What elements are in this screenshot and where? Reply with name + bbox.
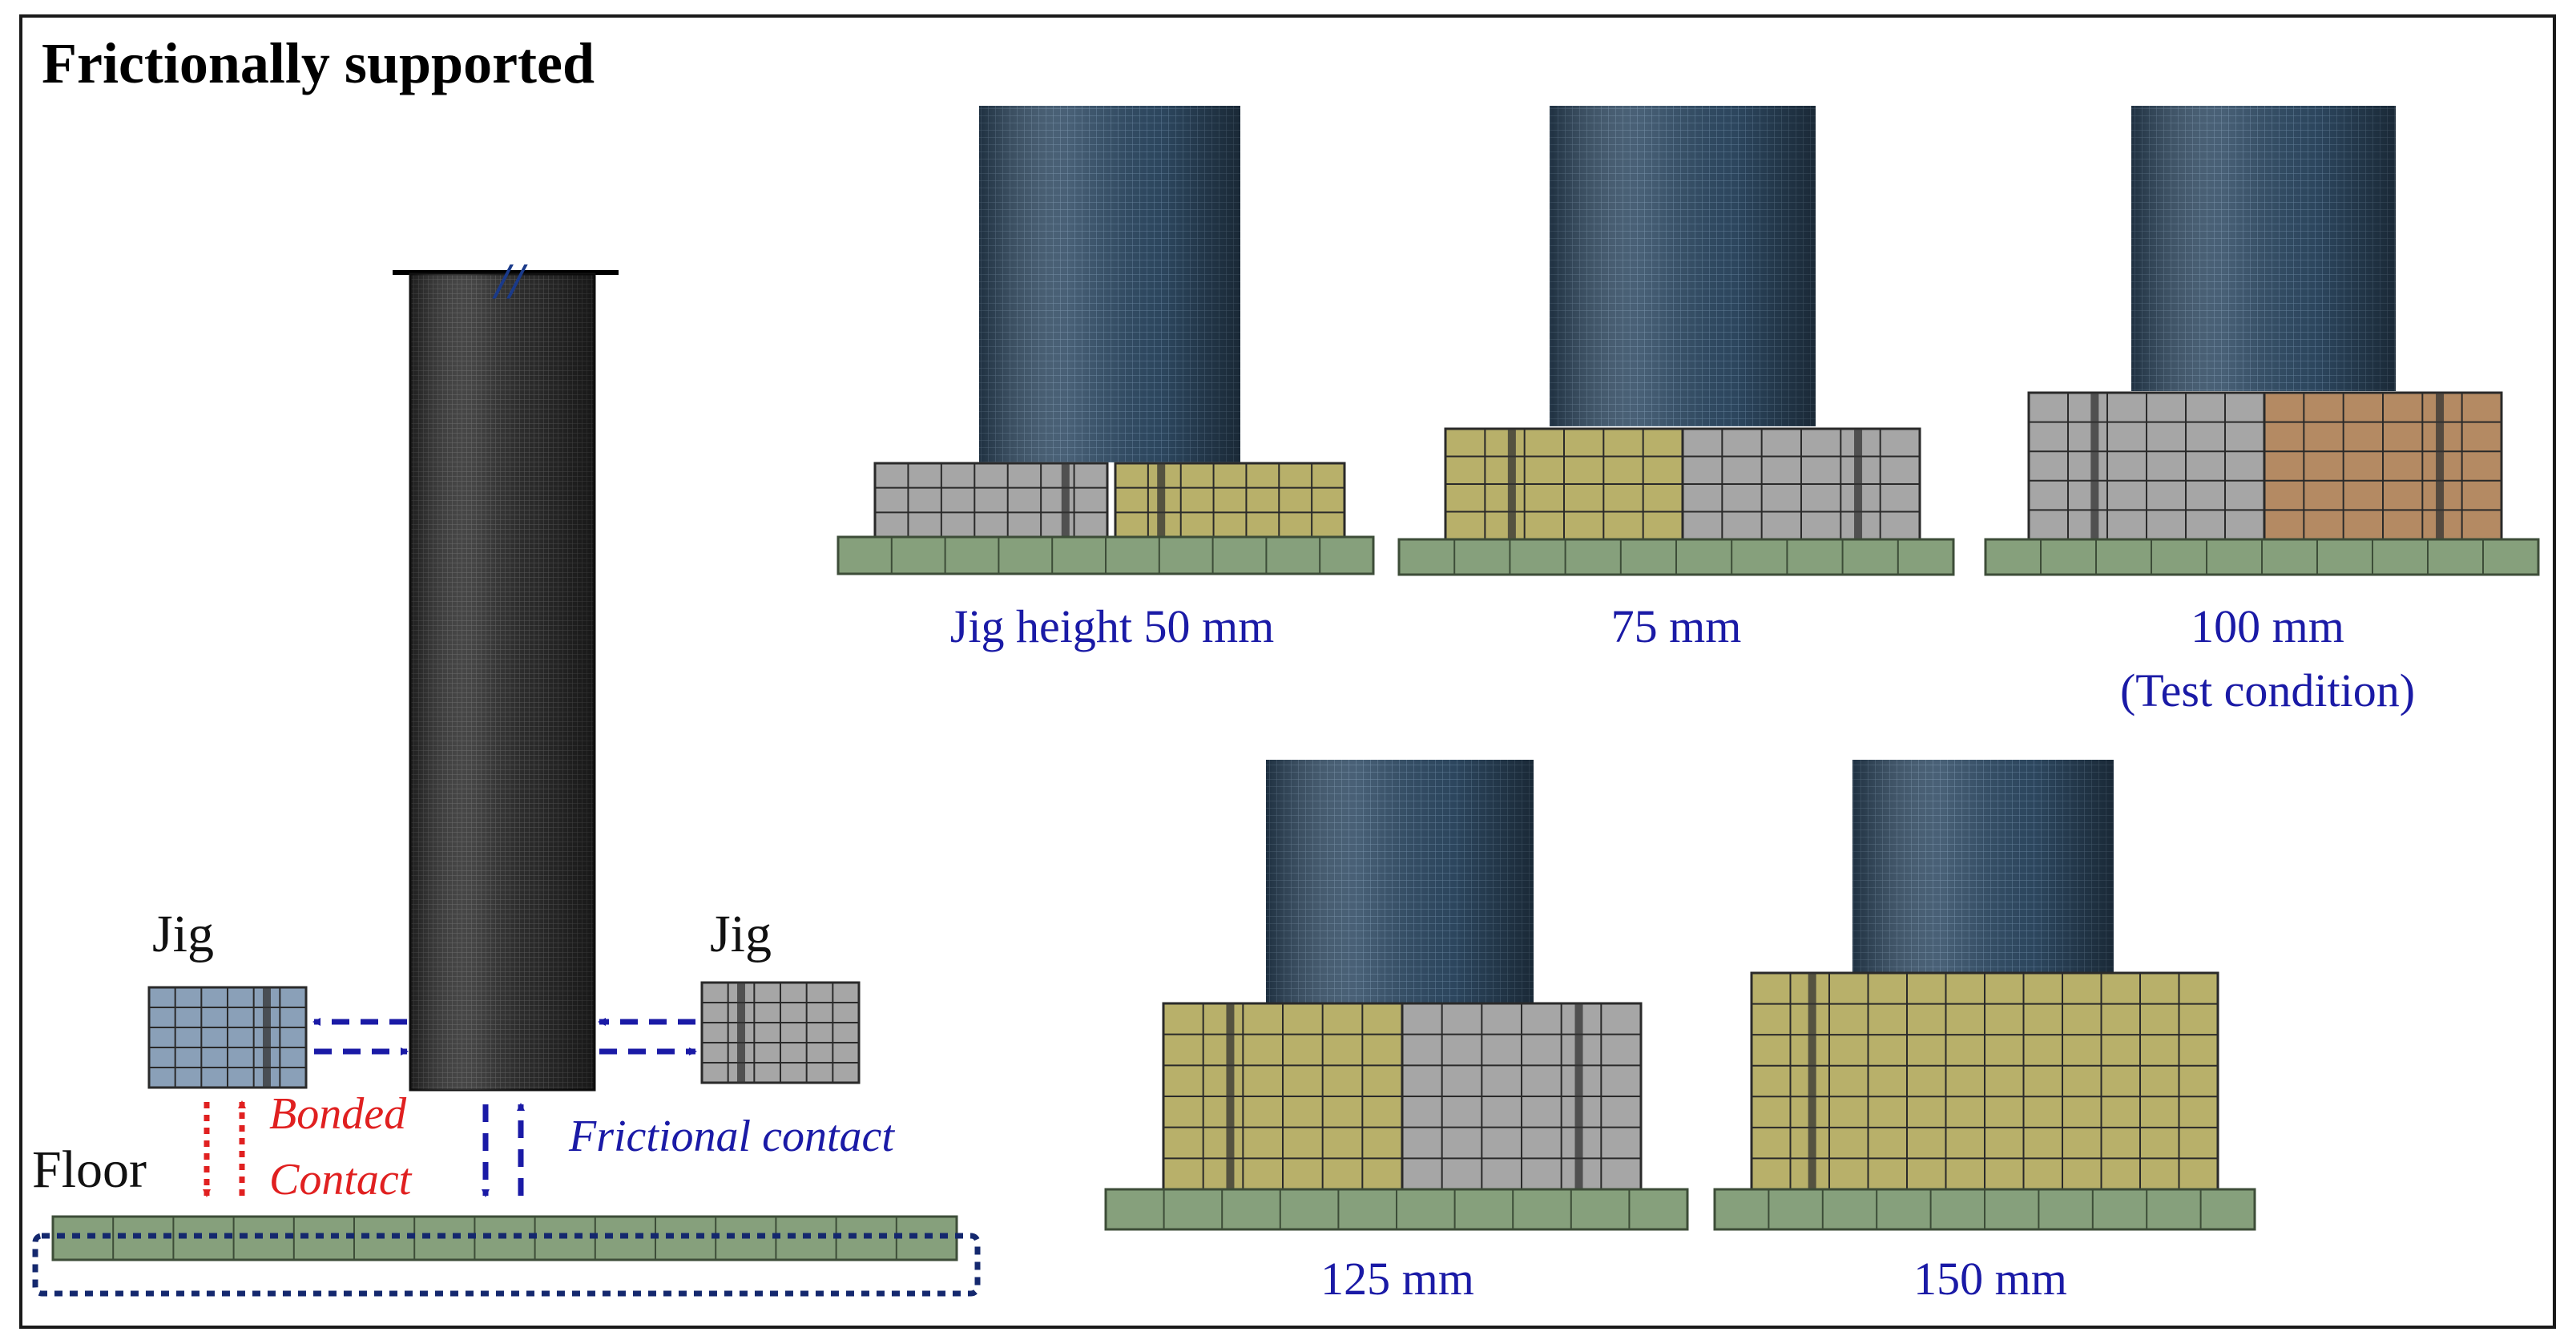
jig-right-mesh	[700, 981, 861, 1084]
case-50-cylinder	[979, 106, 1240, 462]
jig-left-block	[147, 986, 308, 1089]
case-125-jig-right	[1401, 1002, 1643, 1191]
floor-label: Floor	[32, 1140, 147, 1199]
jig-right-label: Jig	[710, 905, 772, 963]
case-125-cylinder	[1266, 760, 1534, 1003]
left-schematic: //	[32, 252, 981, 1297]
case-100-floor	[1984, 538, 2540, 576]
case-50-jig-left	[873, 462, 1109, 539]
case-100-jig-left	[2027, 391, 2266, 541]
case-50-label: Jig height 50 mm	[949, 600, 1275, 652]
jig-height-cases	[836, 106, 2540, 1231]
case-150-jig	[1750, 971, 2219, 1191]
case-50-floor	[836, 535, 1375, 575]
jig-right-block	[700, 981, 861, 1084]
jig-left-label: Jig	[152, 905, 215, 963]
bonded-label-line2: Contact	[269, 1155, 412, 1205]
case-125-floor	[1104, 1188, 1689, 1231]
bonded-label-line1: Bonded	[269, 1089, 407, 1139]
case-100-sublabel: (Test condition)	[2119, 664, 2416, 716]
case-75-label: 75 mm	[1611, 600, 1742, 652]
case-75-jig-left	[1444, 427, 1684, 541]
frictional-contact-label: Frictional contact	[569, 1112, 894, 1161]
case-75-cylinder	[1550, 106, 1816, 426]
case-50-jig-right	[1114, 462, 1346, 539]
case-150-label: 150 mm	[1913, 1253, 2067, 1305]
case-50-model	[836, 106, 1375, 575]
case-125-label: 125 mm	[1320, 1253, 1474, 1305]
case-75-floor	[1397, 538, 1955, 576]
case-100-label: 100 mm	[2191, 600, 2344, 652]
case-75-jig-right	[1681, 427, 1921, 541]
case-100-jig-right	[2263, 391, 2503, 541]
case-100-model	[1984, 106, 2540, 576]
case-150-floor	[1713, 1188, 2256, 1231]
figure-frame	[19, 14, 2556, 1329]
case-150-cylinder	[1852, 760, 2114, 973]
case-125-model	[1104, 760, 1689, 1231]
figure-title: Frictionally supported	[42, 31, 595, 95]
case-125-jig-left	[1162, 1002, 1404, 1191]
case-75-model	[1397, 106, 1955, 576]
floor-dotted-outline	[32, 1233, 981, 1297]
break-mark: //	[492, 252, 528, 309]
jig-left-mesh	[147, 986, 308, 1089]
case-100-cylinder	[2131, 106, 2396, 391]
case-150-model	[1713, 760, 2256, 1231]
